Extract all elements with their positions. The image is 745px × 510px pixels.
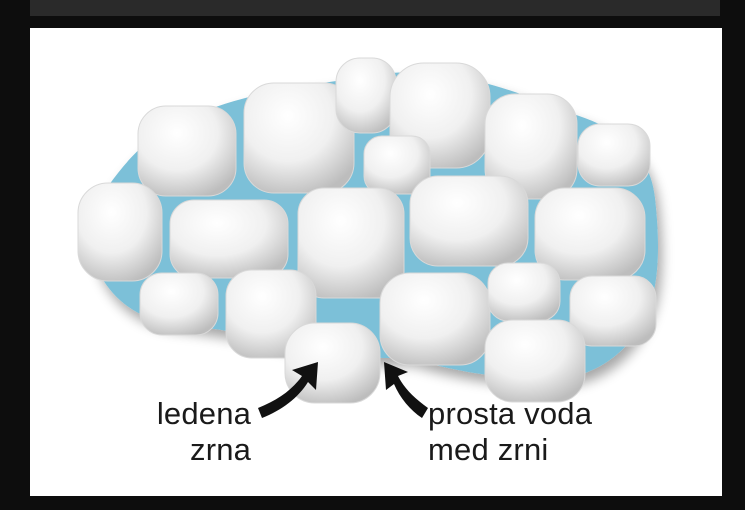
ice-grain	[140, 273, 218, 335]
top-bar	[30, 0, 720, 16]
ice-grain	[78, 183, 162, 281]
ice-grain	[570, 276, 656, 346]
ice-grain	[485, 320, 585, 402]
free-water-label-line2: med zrni	[428, 432, 592, 468]
ice-grains-label-line1: ledena	[152, 396, 251, 432]
free-water-label-line1: prosta voda	[428, 396, 592, 432]
ice-grains-diagram	[30, 28, 722, 496]
free-water-label: prosta voda med zrni	[428, 396, 592, 468]
ice-grain	[488, 263, 560, 321]
ice-grains-label-line2: zrna	[152, 432, 251, 468]
ice-grain	[298, 188, 404, 298]
ice-grain	[138, 106, 236, 196]
curved-arrow-icon	[384, 362, 428, 418]
diagram-panel: ledena zrna prosta voda med zrni	[30, 28, 722, 496]
ice-grain	[170, 200, 288, 278]
ice-grain	[380, 273, 490, 365]
ice-grain	[336, 58, 396, 133]
ice-grain	[578, 124, 650, 186]
ice-grain	[410, 176, 528, 266]
ice-grains-label: ledena zrna	[152, 396, 251, 468]
